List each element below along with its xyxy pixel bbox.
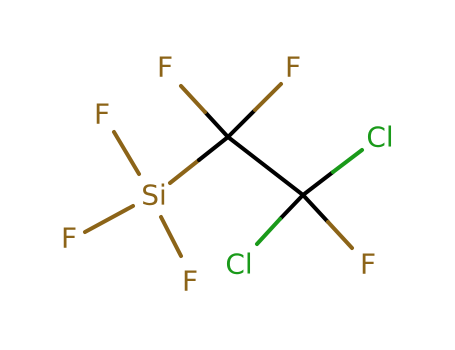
- bond-c2-f-bottom-f-half: [326, 220, 354, 250]
- bond-c2-cl-top-c-half: [301, 170, 335, 197]
- bond-c2-cl-top-cl-half: [331, 148, 364, 174]
- bond-c1-c2: [226, 135, 305, 197]
- bond-c2-cl-bottom-cl-half: [255, 217, 282, 246]
- bond-si-c1-c-half: [197, 135, 230, 162]
- bond-si-f-left: [83, 204, 135, 234]
- atom-f-si-left: F: [61, 222, 77, 255]
- atom-f-c1-left: F: [157, 51, 173, 84]
- bond-c1-f-right-c-half: [226, 108, 257, 139]
- bond-si-c1-si-half: [168, 158, 201, 185]
- bond-si-f-bottom: [159, 215, 183, 258]
- atom-f-c2-bottom: F: [360, 248, 376, 281]
- atom-f-si-top: F: [94, 98, 110, 131]
- bond-c1-f-left-f-half: [179, 84, 207, 114]
- bond-c2-cl-bottom-c-half: [278, 193, 305, 221]
- atom-cl-c2-top: Cl: [366, 121, 393, 154]
- atom-f-c1-right: F: [285, 51, 301, 84]
- bond-c2-f-bottom-c-half: [301, 193, 330, 224]
- atom-si: Si: [141, 179, 167, 212]
- bond-c1-f-right-f-half: [253, 82, 283, 112]
- atom-f-si-bottom: F: [182, 265, 198, 298]
- bond-c1-f-left-c-half: [203, 110, 230, 139]
- bond-si-f-top: [112, 130, 141, 176]
- atom-cl-c2-bottom: Cl: [225, 248, 252, 281]
